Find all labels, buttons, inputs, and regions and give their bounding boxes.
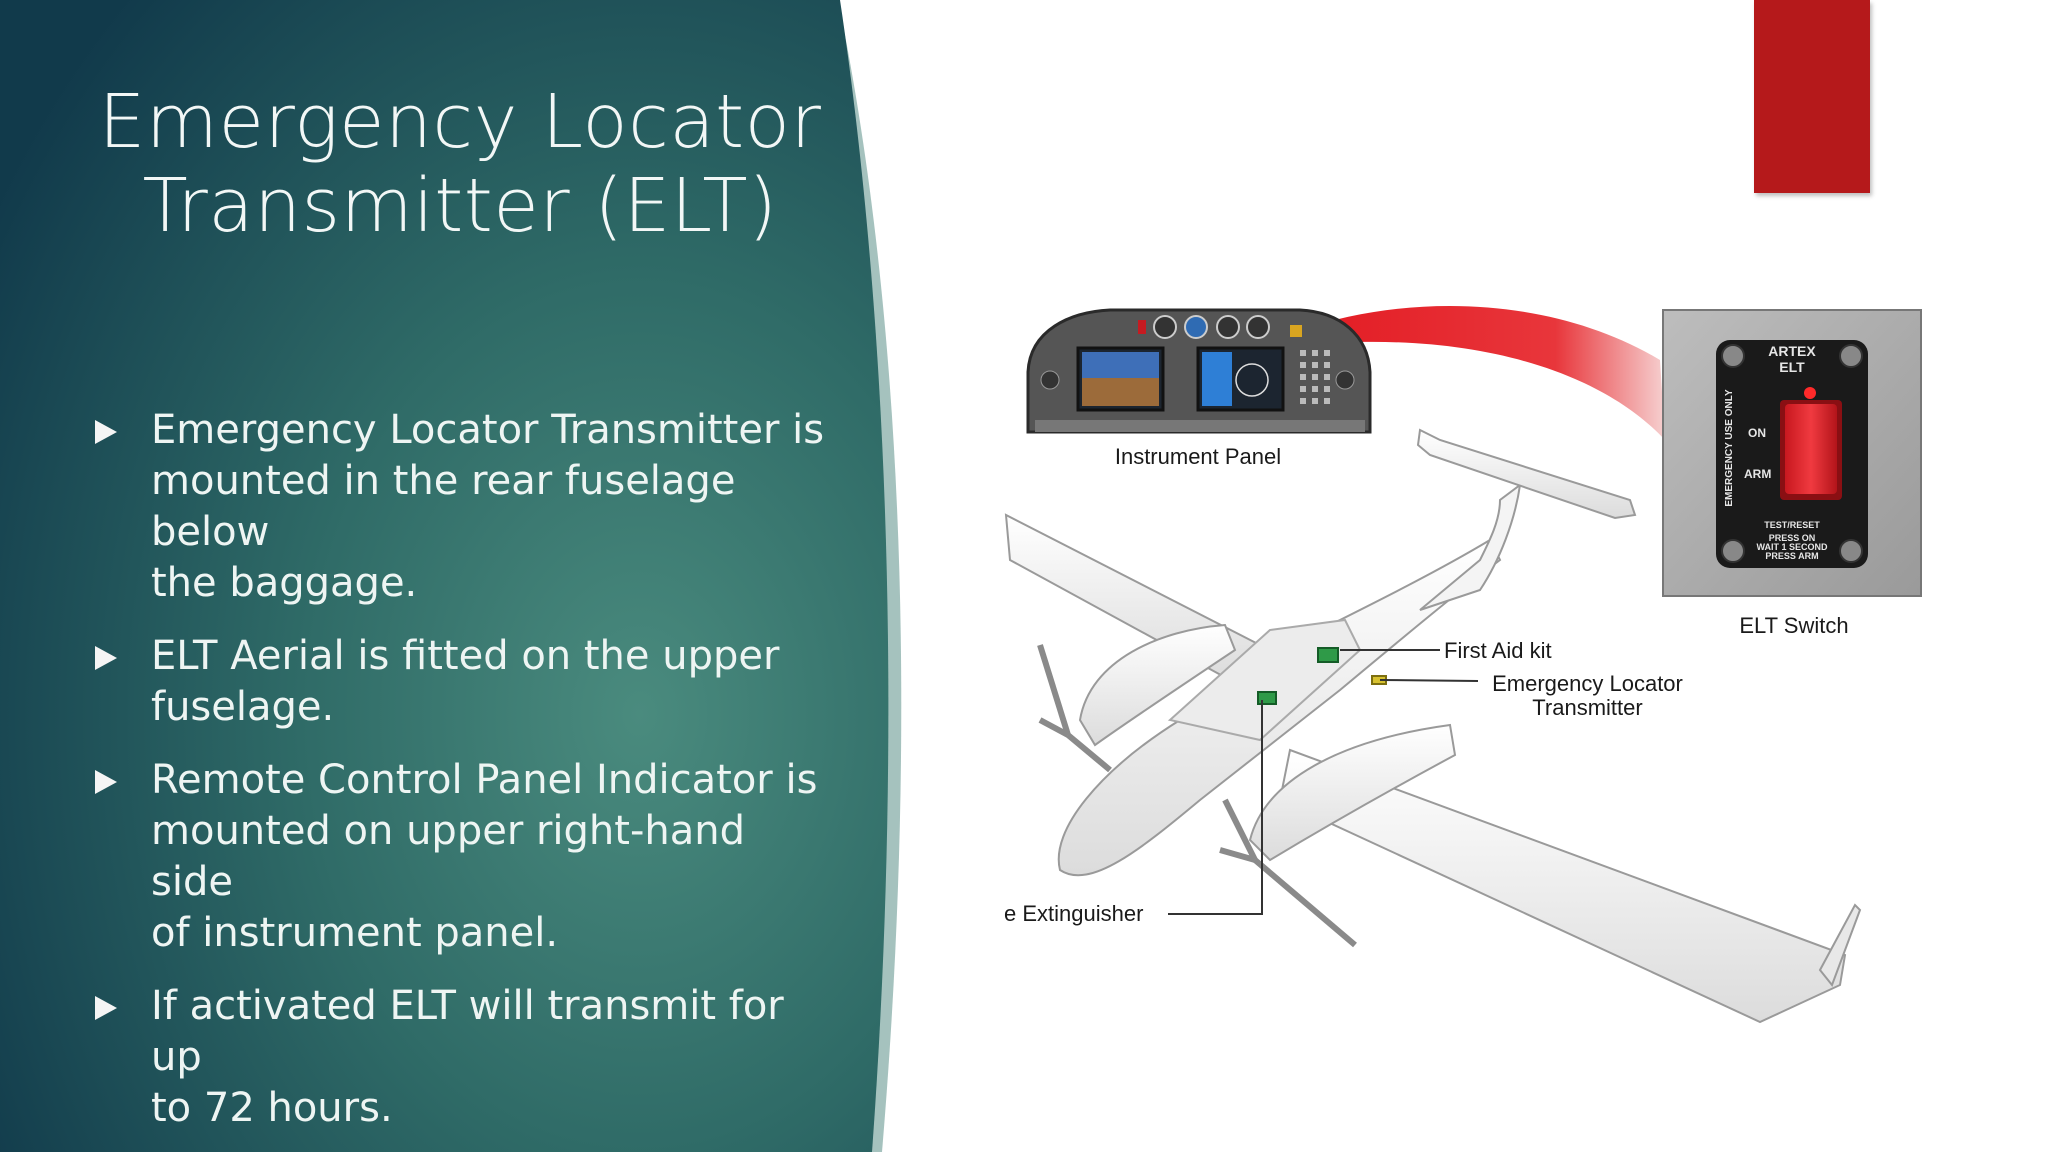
bullet-line: to 72 hours. xyxy=(151,1085,393,1131)
bullet-list: Emergency Locator Transmitter is mounted… xyxy=(95,405,835,1152)
bullet-arrow-icon xyxy=(95,420,117,444)
switch-instruction-line: WAIT 1 SECOND xyxy=(1756,542,1828,552)
switch-instruction-line: TEST/RESET xyxy=(1764,520,1820,530)
connector-swoosh xyxy=(1300,306,1665,440)
switch-brand-line: ELT xyxy=(1779,359,1805,375)
bullet-item: If activated ELT will transmit for up to… xyxy=(95,981,835,1134)
aircraft-illustration xyxy=(1004,428,1862,1024)
bullet-line: the baggage. xyxy=(151,560,418,606)
instrument-panel-illustration xyxy=(1026,308,1372,434)
elt-label-line: Emergency Locator xyxy=(1492,671,1683,696)
bullet-line: Emergency Locator Transmitter is xyxy=(151,407,825,453)
switch-side-text: EMERGENCY USE ONLY xyxy=(1724,389,1735,507)
bullet-line: mounted on upper right-hand side xyxy=(151,808,746,905)
switch-instruction-line: PRESS ARM xyxy=(1765,551,1818,561)
switch-instruction-line: PRESS ON xyxy=(1769,533,1816,543)
bullet-line: fuselage. xyxy=(151,684,335,730)
teal-panel xyxy=(0,0,889,1152)
bullet-item: ELT Aerial is fitted on the upper fusela… xyxy=(95,631,835,733)
slide-title: Emergency Locator Transmitter (ELT) xyxy=(40,80,880,248)
elt-label-line: Transmitter xyxy=(1532,695,1643,720)
bullet-arrow-icon xyxy=(95,646,117,670)
bullet-item: Remote Control Panel Indicator is mounte… xyxy=(95,755,835,959)
red-accent-block xyxy=(1754,0,1870,193)
bullet-line: If activated ELT will transmit for up xyxy=(151,983,784,1080)
switch-arm-label: ARM xyxy=(1744,467,1771,481)
bullet-line: mounted in the rear fuselage below xyxy=(151,458,736,555)
elt-switch-label: ELT Switch xyxy=(1739,613,1849,638)
leader-lines xyxy=(1168,649,1479,915)
bullet-line: of instrument panel. xyxy=(151,910,559,956)
first-aid-kit-label: First Aid kit xyxy=(1444,638,1552,663)
bullet-line: Remote Control Panel Indicator is xyxy=(151,757,818,803)
switch-on-label: ON xyxy=(1748,426,1766,440)
bullet-arrow-icon xyxy=(95,770,117,794)
switch-brand-line: ARTEX xyxy=(1768,343,1816,359)
fire-extinguisher-label: e Extinguisher xyxy=(1004,901,1144,926)
bullet-line: ELT Aerial is fitted on the upper xyxy=(151,633,780,679)
title-line: Transmitter (ELT) xyxy=(142,162,778,249)
elt-component-label: Emergency Locator Transmitter xyxy=(1480,672,1695,720)
bullet-item: Emergency Locator Transmitter is mounted… xyxy=(95,405,835,609)
instrument-panel-label: Instrument Panel xyxy=(1114,444,1282,469)
bullet-arrow-icon xyxy=(95,996,117,1020)
title-line: Emergency Locator xyxy=(98,78,822,165)
elt-switch-illustration: ARTEX ELT EMERGENCY USE ONLY ON ARM TEST… xyxy=(1662,309,1922,597)
